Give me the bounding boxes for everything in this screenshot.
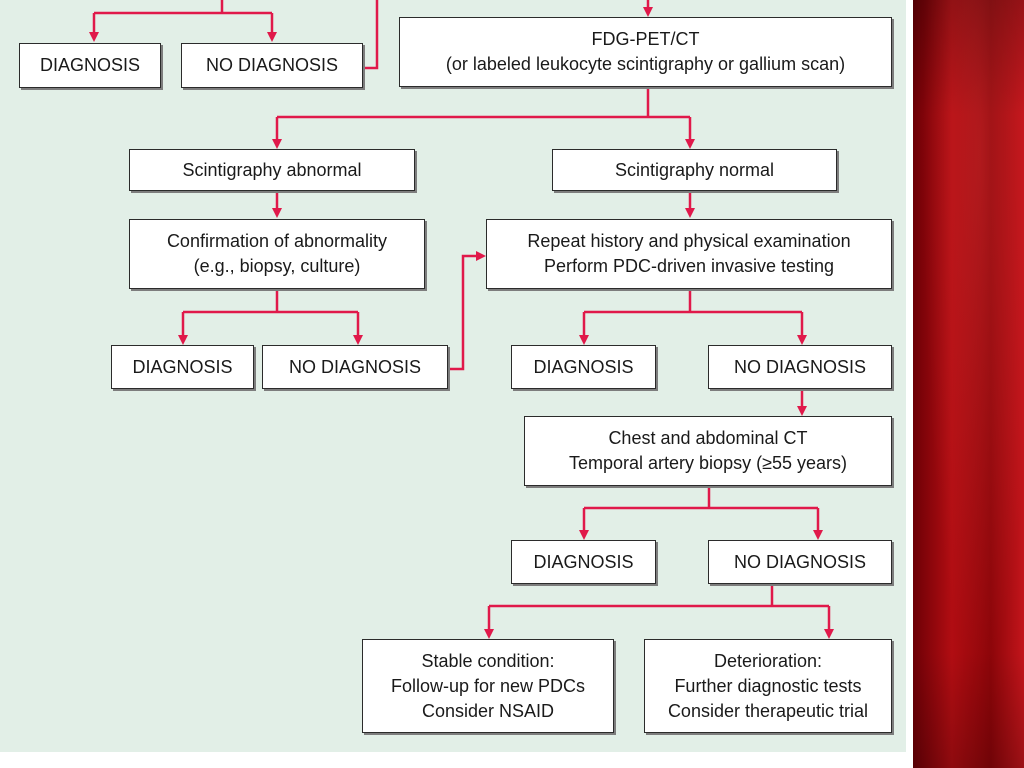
- box-label: NO DIAGNOSIS: [733, 356, 867, 377]
- repeat-history-box: Repeat history and physical examination …: [486, 219, 892, 289]
- connector-top-left-split: [94, 0, 272, 15]
- box-label: Deterioration: Further diagnostic tests …: [667, 650, 869, 721]
- connector-no-diagnosis-mid-left-to-repeat: [448, 251, 486, 371]
- side-panel-sheen: [913, 0, 1024, 768]
- connector-repeat-split: [584, 289, 802, 314]
- box-label: Stable condition: Follow-up for new PDCs…: [390, 650, 586, 721]
- box-label: NO DIAGNOSIS: [205, 55, 339, 75]
- flowchart-canvas: DIAGNOSIS NO DIAGNOSIS FDG-PET/CT (or la…: [0, 0, 906, 752]
- box-label: Confirmation of abnormality (e.g., biops…: [166, 231, 388, 276]
- stable-condition-box: Stable condition: Follow-up for new PDCs…: [362, 639, 614, 733]
- connector-confirmation-split: [183, 290, 358, 314]
- box-label: NO DIAGNOSIS: [733, 551, 867, 572]
- connector-no-diagnosis-lower-split: [489, 584, 829, 608]
- decorative-side-panel: [913, 0, 1024, 768]
- fdg-pet-ct-box: FDG-PET/CT (or labeled leukocyte scintig…: [399, 17, 892, 87]
- box-label: DIAGNOSIS: [132, 356, 233, 377]
- box-label: DIAGNOSIS: [533, 551, 634, 572]
- connector-no-diagnosis-top-left-up: [364, 0, 379, 70]
- no-diagnosis-box-mid-right: NO DIAGNOSIS: [708, 345, 892, 389]
- box-label: Chest and abdominal CT Temporal artery b…: [569, 428, 847, 473]
- box-label: Scintigraphy abnormal: [182, 159, 362, 180]
- diagnosis-box-lower: DIAGNOSIS: [511, 540, 656, 584]
- connector-lines: [89, 0, 834, 639]
- diagnosis-box-top-left: DIAGNOSIS: [19, 43, 161, 88]
- connector-chest-ct-split: [584, 487, 818, 510]
- box-label: Scintigraphy normal: [614, 159, 775, 180]
- box-label: Repeat history and physical examination …: [527, 231, 851, 276]
- no-diagnosis-box-mid-left: NO DIAGNOSIS: [262, 345, 448, 389]
- box-label: FDG-PET/CT (or labeled leukocyte scintig…: [445, 29, 846, 74]
- confirmation-abnormality-box: Confirmation of abnormality (e.g., biops…: [129, 219, 425, 289]
- box-label: DIAGNOSIS: [39, 55, 141, 75]
- scintigraphy-normal-box: Scintigraphy normal: [552, 149, 837, 191]
- no-diagnosis-box-lower: NO DIAGNOSIS: [708, 540, 892, 584]
- diagnosis-box-mid-left: DIAGNOSIS: [111, 345, 254, 389]
- scintigraphy-abnormal-box: Scintigraphy abnormal: [129, 149, 415, 191]
- connector-fdg-split: [277, 88, 690, 119]
- box-label: DIAGNOSIS: [533, 356, 634, 377]
- no-diagnosis-box-top-left: NO DIAGNOSIS: [181, 43, 363, 88]
- diagnosis-box-mid-right: DIAGNOSIS: [511, 345, 656, 389]
- deterioration-box: Deterioration: Further diagnostic tests …: [644, 639, 892, 733]
- chest-abdominal-ct-box: Chest and abdominal CT Temporal artery b…: [524, 416, 892, 486]
- box-label: NO DIAGNOSIS: [288, 356, 422, 377]
